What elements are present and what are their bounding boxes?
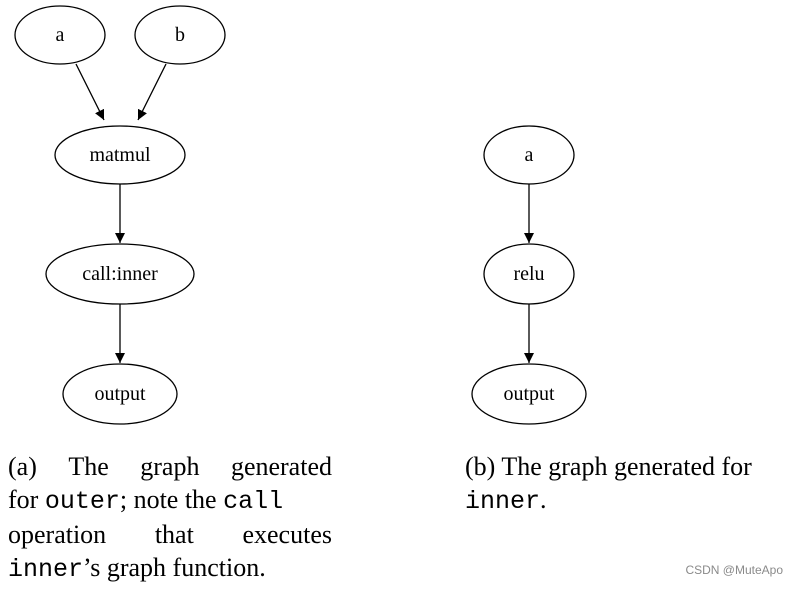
caption-text: . — [540, 485, 547, 514]
caption-text: for — [8, 485, 45, 514]
code-inner: inner — [8, 555, 84, 584]
caption-word: executes — [242, 520, 332, 549]
caption-a-line-1: (a) The graph generated — [8, 450, 332, 483]
caption-a-line-3: operation that executes — [8, 518, 332, 551]
graph-diagram: a b matmul call:inner output a relu outp… — [14, 5, 587, 425]
node-output-b-label: output — [503, 383, 555, 405]
caption-a-line-4: inner’s graph function. — [8, 551, 332, 586]
caption-b-line-2: inner. — [465, 483, 795, 518]
code-outer: outer — [44, 487, 120, 516]
node-a-label: a — [56, 24, 65, 46]
watermark: CSDN @MuteApo — [685, 563, 783, 577]
caption-word: The — [68, 452, 109, 481]
node-b-label: b — [175, 24, 185, 46]
node-relu: relu — [483, 243, 575, 305]
caption-b: (b) The graph generated for inner. — [465, 450, 795, 518]
code-inner: inner — [465, 487, 541, 516]
node-b: b — [134, 5, 226, 65]
edge-a-to-matmul — [75, 63, 105, 121]
node-call-inner-label: call:inner — [82, 263, 158, 285]
caption-a: (a) The graph generated for outer; note … — [8, 450, 332, 586]
node-matmul: matmul — [54, 125, 186, 185]
caption-a-line-2: for outer; note the call — [8, 483, 332, 518]
caption-b-line-1: (b) The graph generated for — [465, 452, 752, 481]
node-a-inner-label: a — [525, 144, 534, 166]
node-matmul-label: matmul — [89, 144, 151, 166]
node-relu-label: relu — [513, 263, 544, 285]
caption-text: ’s graph function. — [83, 553, 266, 582]
node-output-b: output — [471, 363, 587, 425]
node-call-inner: call:inner — [45, 243, 195, 305]
node-a: a — [14, 5, 106, 65]
caption-word: generated — [230, 452, 332, 481]
node-output-a-label: output — [94, 383, 146, 405]
code-call: call — [223, 487, 284, 516]
caption-word: operation — [8, 520, 107, 549]
node-a-inner: a — [483, 125, 575, 185]
edge-b-to-matmul — [137, 63, 167, 121]
node-output-a: output — [62, 363, 178, 425]
caption-word: (a) — [8, 452, 37, 481]
caption-text: ; note the — [119, 485, 224, 514]
caption-word: that — [154, 520, 194, 549]
caption-word: graph — [140, 452, 200, 481]
